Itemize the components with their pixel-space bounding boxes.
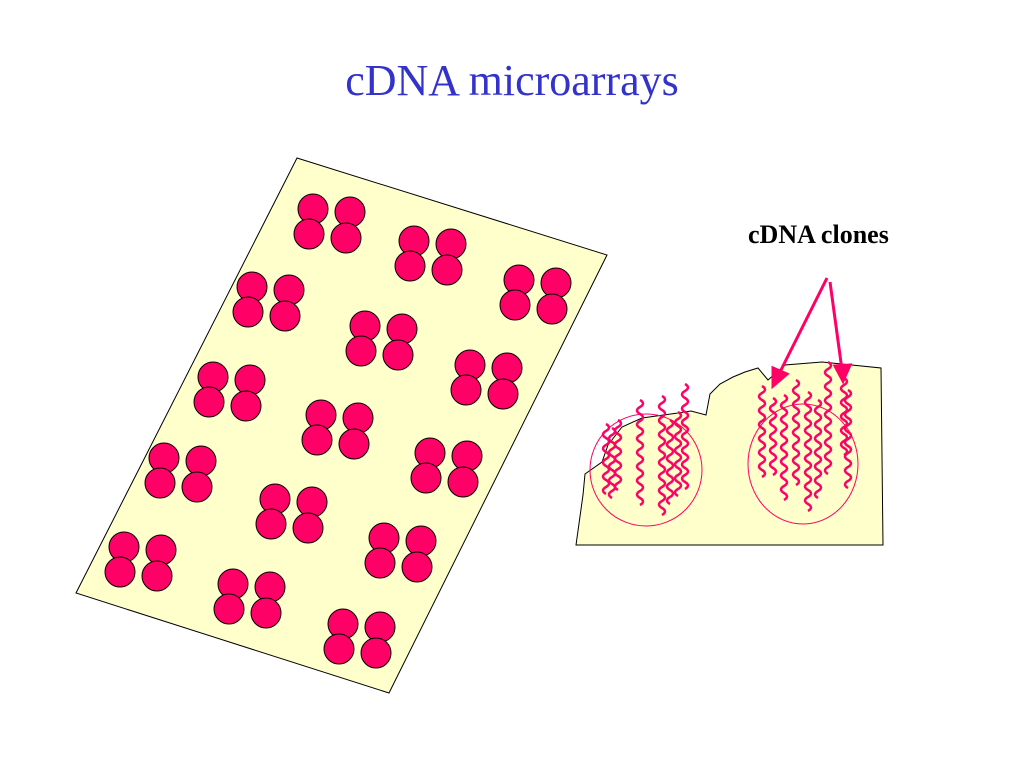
cdna-strand <box>673 410 683 498</box>
cdna-clones-label: cDNA clones <box>748 220 889 249</box>
microarray-spot <box>254 571 286 603</box>
microarray-spot <box>255 508 287 540</box>
microarray-spot <box>536 293 568 325</box>
microarray-spot <box>141 560 173 592</box>
microarray-spot <box>491 352 523 384</box>
microarray-spot <box>292 512 324 544</box>
cdna-strand <box>657 394 667 517</box>
cdna-strand <box>768 396 778 477</box>
microarray-spot <box>360 637 392 669</box>
microarray-spot <box>431 254 463 286</box>
cdna-strand <box>680 382 690 491</box>
microarray-spot <box>330 222 362 254</box>
microarray-spot <box>338 428 370 460</box>
microarray-spot <box>386 313 418 345</box>
cdna-strand <box>791 378 801 487</box>
microarray-spot <box>181 471 213 503</box>
cdna-strand <box>635 398 645 507</box>
cdna-strand <box>823 360 833 476</box>
microarray-spots <box>104 193 572 669</box>
microarray-slide <box>75 157 608 694</box>
microarray-spot <box>273 274 305 306</box>
callout-arrow-right <box>828 281 844 371</box>
callout-arrowhead-left <box>771 365 790 390</box>
spot-closeup-surface <box>575 361 884 546</box>
microarray-spot <box>193 386 225 418</box>
cdna-strand <box>813 398 823 500</box>
callout-arrows <box>771 277 853 390</box>
cdna-strand <box>803 390 813 513</box>
microarray-spot <box>435 228 467 260</box>
microarray-spot <box>145 534 177 566</box>
microarray-spot <box>451 440 483 472</box>
closeup-spot-right <box>747 403 859 525</box>
cdna-clone-strands <box>601 360 853 517</box>
microarray-spot <box>230 390 262 422</box>
cdna-strand <box>613 418 623 492</box>
microarray-spot <box>296 486 328 518</box>
microarray-spot <box>499 289 531 321</box>
cdna-strand <box>757 384 767 479</box>
microarray-spot <box>232 296 264 328</box>
microarray-spot <box>364 611 396 643</box>
microarray-spot <box>405 525 437 557</box>
microarray-spot <box>401 551 433 583</box>
microarray-spot <box>301 424 333 456</box>
cdna-strand <box>779 393 789 502</box>
closeup-spot-left <box>589 413 703 527</box>
microarray-spot <box>185 445 217 477</box>
microarray-spot <box>323 633 355 665</box>
microarray-spot <box>104 556 136 588</box>
microarray-spot <box>364 547 396 579</box>
microarray-spot <box>487 378 519 410</box>
microarray-spot <box>394 250 426 282</box>
cdna-strand <box>839 376 849 457</box>
microarray-spot <box>540 267 572 299</box>
microarray-spot <box>250 597 282 629</box>
slide-title: cDNA microarrays <box>345 56 679 105</box>
callout-arrow-left <box>776 277 829 377</box>
microarray-spot <box>345 335 377 367</box>
microarray-spot <box>447 466 479 498</box>
microarray-spot <box>144 467 176 499</box>
microarray-spot <box>342 402 374 434</box>
microarray-spot <box>213 593 245 625</box>
microarray-spot <box>410 462 442 494</box>
cdna-strand <box>843 388 853 490</box>
microarray-spot <box>234 364 266 396</box>
microarray-spot <box>293 218 325 250</box>
callout-arrowhead-right <box>832 363 853 385</box>
microarray-spot <box>450 374 482 406</box>
microarray-spot <box>382 339 414 371</box>
microarray-spot <box>334 196 366 228</box>
microarray-spot <box>269 300 301 332</box>
cdna-strand <box>665 418 675 506</box>
